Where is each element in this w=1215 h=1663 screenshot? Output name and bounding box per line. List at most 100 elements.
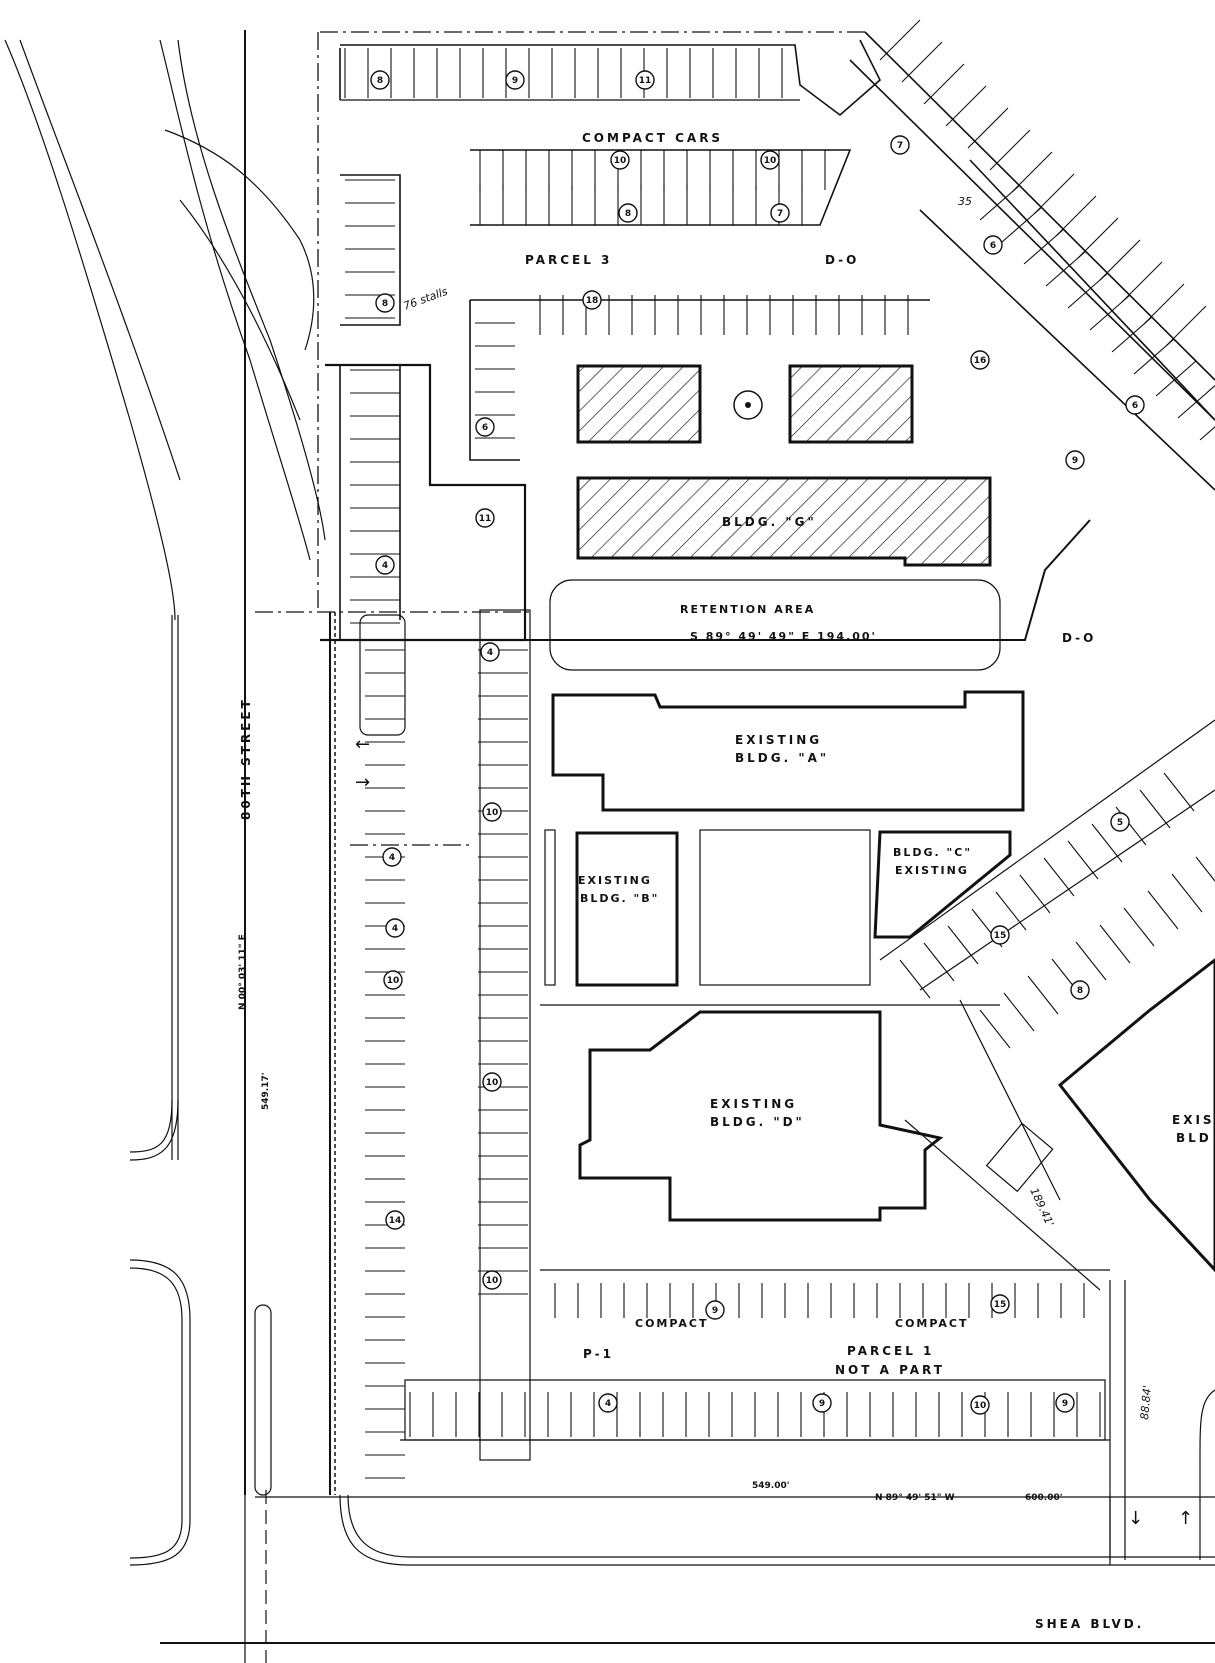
- retention-area-label: RETENTION AREA: [680, 603, 815, 616]
- compact-label-right: COMPACT: [895, 1317, 969, 1330]
- building-g: [576, 476, 992, 567]
- stall-count-marker: 14: [385, 1210, 405, 1230]
- side-distance: 549.17': [261, 1073, 271, 1111]
- stall-count-value: 7: [777, 209, 783, 219]
- stall-count-marker: 6: [475, 417, 495, 437]
- stall-line: [1199, 426, 1215, 441]
- building-d-line2: BLDG. "D": [710, 1115, 805, 1129]
- building-e: [1057, 958, 1215, 1273]
- parcel-1-line2: NOT A PART: [835, 1363, 945, 1377]
- stall-line: [1045, 250, 1087, 287]
- building-c: [873, 830, 1012, 939]
- stall-count-marker: 7: [890, 135, 910, 155]
- bottom-distance-2: 600.00': [1025, 1493, 1063, 1503]
- stall-line: [1067, 840, 1099, 880]
- stall-count-value: 4: [605, 1399, 611, 1409]
- stall-line: [1165, 305, 1207, 347]
- stall-line: [879, 19, 921, 61]
- stall-line: [1177, 384, 1215, 419]
- stall-count-value: 4: [382, 561, 388, 571]
- stall-count-value: 9: [712, 1306, 718, 1316]
- stall-count-value: 4: [392, 924, 398, 934]
- stall-count-value: 7: [897, 141, 903, 151]
- stall-count-value: 15: [994, 931, 1007, 941]
- building-b-line2: BLDG. "B": [580, 892, 659, 905]
- stall-line: [1003, 992, 1035, 1032]
- bottom-bearing: N 89° 49' 51" W: [875, 1493, 955, 1503]
- stall-count-marker: 10: [383, 970, 403, 990]
- stall-count-value: 6: [990, 241, 996, 251]
- stall-count-value: 8: [377, 76, 383, 86]
- stall-line: [901, 41, 943, 83]
- stall-line: [947, 925, 979, 965]
- compact-cars-label: COMPACT CARS: [582, 131, 723, 145]
- building-g-north-east: [788, 364, 914, 444]
- building-a-line2: BLDG. "A": [735, 751, 829, 765]
- stall-count-value: 16: [974, 356, 987, 366]
- arrow-right-icon: →: [355, 772, 370, 793]
- handwritten-35: 35: [958, 195, 972, 208]
- stall-count-marker: 10: [482, 1270, 502, 1290]
- stall-line: [1133, 338, 1175, 375]
- stall-count-value: 4: [389, 853, 395, 863]
- do-label-mid: D-O: [1062, 631, 1096, 645]
- retention-dimension: S 89° 49' 49" E 194.00': [690, 630, 877, 643]
- parcel-1-line1: PARCEL 1: [847, 1344, 934, 1358]
- stall-line: [1111, 316, 1153, 353]
- stall-line: [1043, 857, 1075, 897]
- building-b-line1: EXISTING: [578, 874, 652, 887]
- stall-line: [1171, 873, 1203, 913]
- stall-count-marker: 9: [705, 1300, 725, 1320]
- property-lines: [255, 31, 865, 846]
- stall-count-marker: 9: [505, 70, 525, 90]
- stall-line: [1147, 890, 1179, 930]
- stall-line: [1077, 217, 1119, 259]
- handwritten-189-41: 189.41': [1027, 1186, 1056, 1229]
- stall-count-marker: 6: [1125, 395, 1145, 415]
- stall-count-value: 10: [974, 1401, 987, 1411]
- stall-line: [1075, 941, 1107, 981]
- stall-count-value: 8: [625, 209, 631, 219]
- stall-count-value: 11: [479, 514, 492, 524]
- stall-count-marker: 18: [582, 290, 602, 310]
- stall-count-value: 18: [586, 296, 599, 306]
- existing-buildings: [551, 690, 1215, 1273]
- building-c-line1: BLDG. "C": [893, 846, 972, 859]
- stall-line: [1023, 228, 1065, 265]
- side-bearing: N 00° 03' 11" E: [238, 934, 248, 1010]
- stall-count-marker: 10: [760, 150, 780, 170]
- building-d-line1: EXISTING: [710, 1097, 797, 1111]
- parcel-3-area: [320, 31, 1215, 642]
- stall-count-marker: 4: [480, 642, 500, 662]
- arrow-down-icon: ↓: [1128, 1508, 1143, 1529]
- stall-count-marker: 15: [990, 1294, 1010, 1314]
- p1-label: P-1: [583, 1347, 614, 1361]
- stall-count-marker: 8: [1070, 980, 1090, 1000]
- stall-count-marker: 11: [635, 70, 655, 90]
- stall-count-marker: 5: [1110, 812, 1130, 832]
- building-g-label: BLDG. "G": [722, 515, 817, 529]
- building-e-line2: BLD: [1176, 1131, 1212, 1145]
- stall-line: [1099, 239, 1141, 281]
- stall-count-value: 11: [639, 76, 652, 86]
- plan-labels: COMPACT CARS PARCEL 3 D-O BLDG. "G" RETE…: [238, 131, 1212, 1631]
- stall-line: [1019, 874, 1051, 914]
- fountain: [733, 390, 763, 420]
- stall-count-value: 6: [1132, 401, 1138, 411]
- stall-count-value: 10: [387, 976, 400, 986]
- stall-count-value: 15: [994, 1300, 1007, 1310]
- stall-count-value: 9: [1062, 1399, 1068, 1409]
- stall-count-marker: 11: [475, 508, 495, 528]
- stall-line: [995, 891, 1027, 931]
- stall-line: [1067, 272, 1109, 309]
- stall-count-value: 6: [482, 423, 488, 433]
- stall-count-value: 10: [486, 1078, 499, 1088]
- stall-count-value: 8: [1077, 986, 1083, 996]
- compact-label-left: COMPACT: [635, 1317, 709, 1330]
- stall-line: [1121, 261, 1163, 303]
- building-g-group: [549, 364, 1001, 671]
- stall-count-marker: 4: [375, 555, 395, 575]
- stall-count-value: 9: [512, 76, 518, 86]
- stall-line: [1195, 856, 1215, 882]
